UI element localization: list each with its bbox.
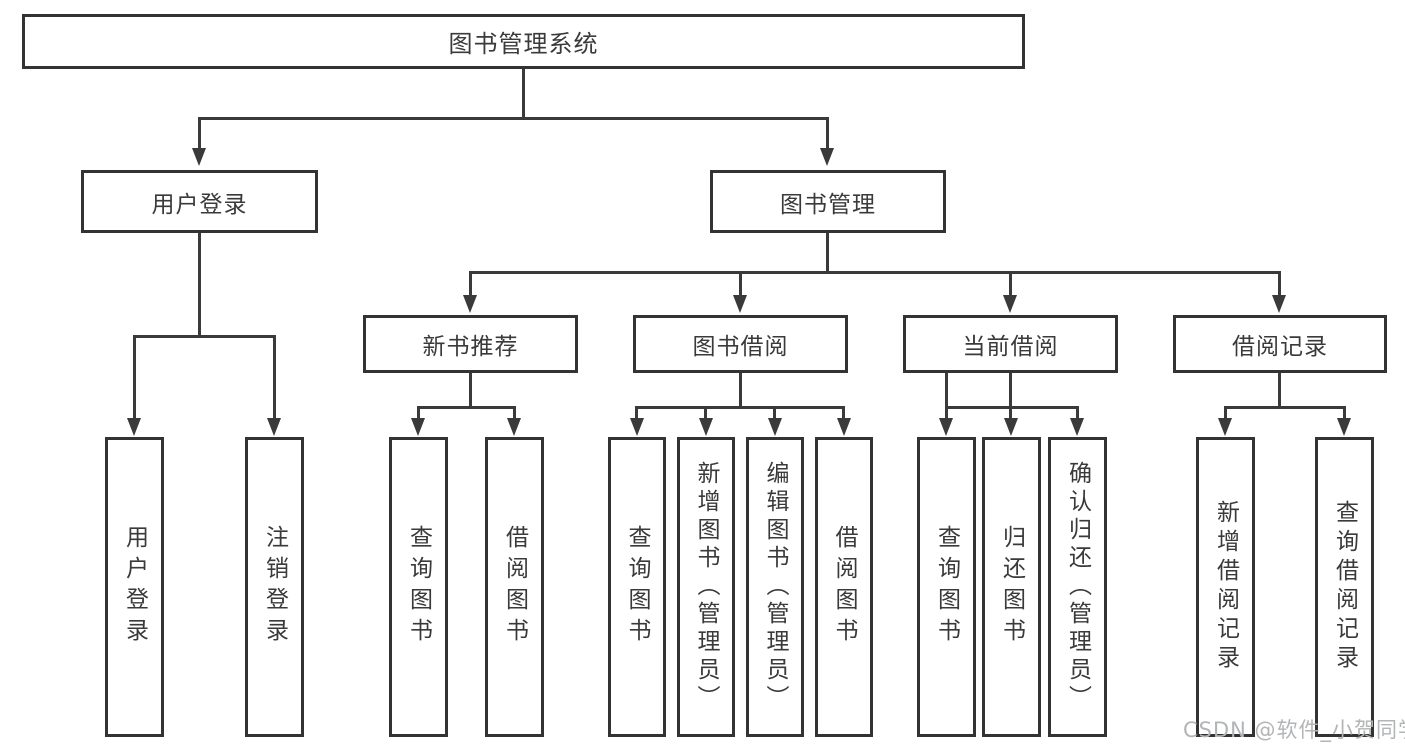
leaf-borrow-book-recommend: 借阅图书 — [485, 437, 544, 737]
connector-bookmgmt-bar — [469, 271, 1281, 274]
connector-userlogin-drop-2 — [273, 335, 276, 419]
connector-records-drop-1 — [1224, 406, 1227, 420]
connector-borrowing-bar — [635, 406, 845, 409]
connector-userlogin-stem — [198, 233, 201, 337]
arrowhead-to-leaf-add-borrow-record — [1218, 418, 1232, 436]
node-library-management-system: 图书管理系统 — [22, 14, 1025, 69]
connector-root-drop-left — [198, 117, 201, 150]
arrowhead-to-leaf-edit-book — [768, 418, 782, 436]
node-new-book-recommend: 新书推荐 — [363, 315, 578, 373]
connector-root-stem — [522, 69, 525, 119]
arrowhead-to-new-book-recommend — [463, 295, 477, 313]
connector-borrowing-drop-3 — [773, 406, 776, 420]
connector-bookmgmt-drop-3 — [1009, 271, 1012, 297]
arrowhead-to-leaf-borrow-book-borrowing — [837, 418, 851, 436]
arrowhead-to-leaf-add-book — [699, 418, 713, 436]
leaf-edit-book-admin: 编辑图书（管理员） — [746, 437, 804, 737]
arrowhead-to-user-login — [192, 148, 206, 166]
leaf-return-book: 归还图书 — [982, 437, 1041, 737]
connector-current-stem — [945, 373, 948, 409]
connector-records-bar — [1224, 406, 1346, 409]
leaf-query-borrow-record: 查询借阅记录 — [1315, 437, 1374, 737]
arrowhead-to-leaf-user-login — [127, 418, 141, 436]
arrowhead-to-leaf-logout — [267, 418, 281, 436]
leaf-add-book-admin: 新增图书（管理员） — [677, 437, 735, 737]
arrowhead-to-leaf-query-book-current — [939, 418, 953, 436]
arrowhead-to-leaf-return-book — [1004, 418, 1018, 436]
connector-bookmgmt-drop-4 — [1278, 271, 1281, 297]
node-current-borrowing: 当前借阅 — [903, 315, 1118, 373]
node-borrow-records: 借阅记录 — [1173, 315, 1387, 373]
connector-bookmgmt-stem — [826, 233, 829, 274]
node-book-management: 图书管理 — [710, 170, 946, 233]
connector-borrowing-drop-4 — [842, 406, 845, 420]
leaf-query-book-current: 查询图书 — [917, 437, 976, 737]
connector-borrowing-drop-1 — [635, 406, 638, 420]
connector-root-bar — [198, 117, 829, 120]
connector-newrec-drop-2 — [513, 406, 516, 420]
arrowhead-to-current-borrowing — [1003, 295, 1017, 313]
csdn-watermark: CSDN @软件_小贺同学 — [1183, 718, 1405, 742]
arrowhead-to-leaf-query-book-recommend — [411, 418, 425, 436]
leaf-query-book-recommend: 查询图书 — [389, 437, 448, 737]
leaf-logout: 注销登录 — [245, 437, 304, 737]
arrowhead-to-borrow-records — [1272, 295, 1286, 313]
connector-current-stem-mid — [1009, 373, 1012, 420]
connector-newrec-drop-1 — [417, 406, 420, 420]
node-user-login: 用户登录 — [81, 170, 318, 233]
leaf-confirm-return-admin: 确认归还（管理员） — [1048, 437, 1107, 737]
arrowhead-to-book-management — [820, 148, 834, 166]
leaf-add-borrow-record: 新增借阅记录 — [1196, 437, 1255, 737]
leaf-user-login: 用户登录 — [105, 437, 164, 737]
arrowhead-to-leaf-query-borrow-record — [1337, 418, 1351, 436]
connector-userlogin-bar — [133, 335, 276, 338]
connector-userlogin-drop-1 — [133, 335, 136, 419]
arrowhead-to-leaf-borrow-book-recommend — [507, 418, 521, 436]
connector-bookmgmt-drop-1 — [469, 271, 472, 297]
leaf-borrow-book-borrowing: 借阅图书 — [815, 437, 873, 737]
connector-records-stem — [1278, 373, 1281, 409]
connector-records-drop-2 — [1343, 406, 1346, 420]
arrowhead-to-book-borrowing — [733, 295, 747, 313]
connector-newrec-bar — [417, 406, 516, 409]
connector-current-drop-1 — [945, 406, 948, 420]
connector-bookmgmt-drop-2 — [739, 271, 742, 297]
arrowhead-to-leaf-confirm-return — [1070, 418, 1084, 436]
node-book-borrowing: 图书借阅 — [633, 315, 848, 373]
connector-root-drop-right — [826, 117, 829, 150]
arrowhead-to-leaf-query-book-borrowing — [630, 418, 644, 436]
connector-current-drop-3 — [1076, 406, 1079, 420]
connector-borrowing-stem — [739, 373, 742, 409]
connector-current-bar — [945, 406, 1079, 409]
connector-newrec-stem — [469, 373, 472, 409]
leaf-query-book-borrowing: 查询图书 — [608, 437, 666, 737]
connector-borrowing-drop-2 — [704, 406, 707, 420]
